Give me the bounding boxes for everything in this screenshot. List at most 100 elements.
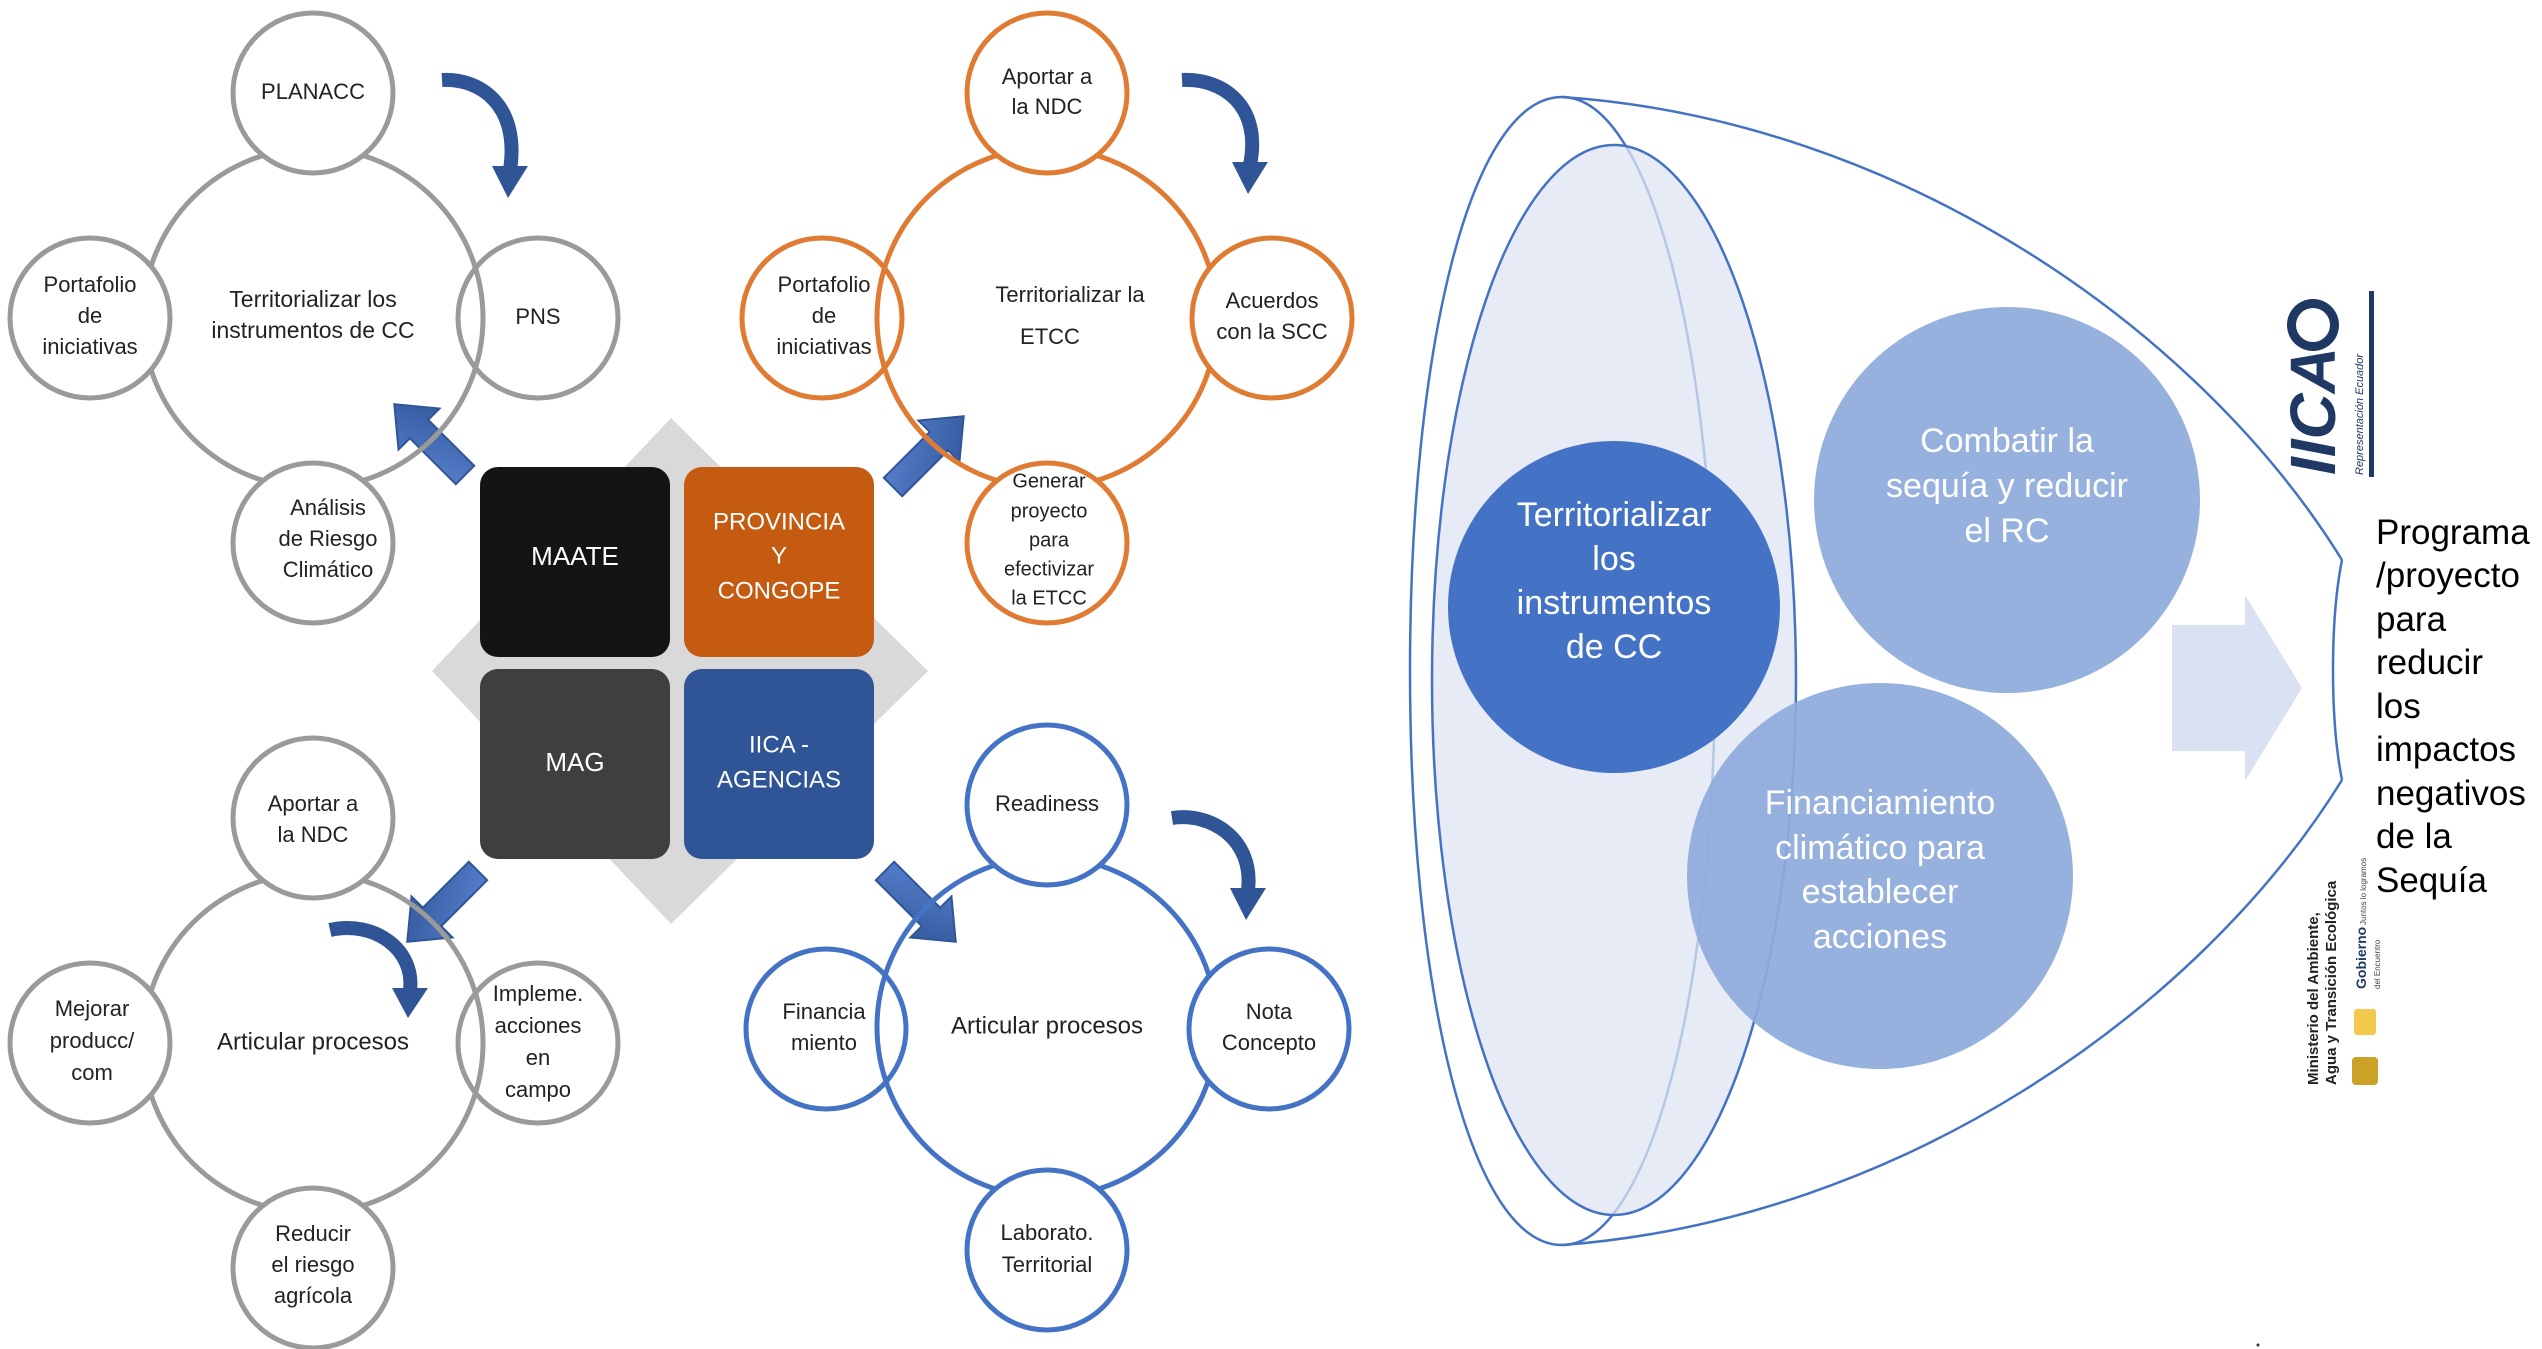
funnel-diagram: Territorializar los instrumentos de CC C…	[1408, 95, 2344, 1247]
cycle-iica-bottom-label-2: Territorial	[1002, 1252, 1092, 1277]
funnel-circle-financiamiento	[1687, 683, 2073, 1069]
cycle-provincia-center-label-1: Territorializar la	[995, 282, 1145, 307]
cycle-mag-left-label-1: Mejorar	[55, 996, 130, 1021]
cycle-maate-bottom-label-3: Climático	[283, 557, 373, 582]
cycle-maate-top-label-1: PLANACC	[261, 79, 365, 104]
result-line-1: Programa	[2376, 513, 2530, 552]
cycle-mag-left-label-3: com	[71, 1060, 113, 1085]
funnel-circle-combatir-label-3: el RC	[1964, 512, 2049, 550]
quadrant-provincia-label-1: PROVINCIA	[713, 508, 845, 535]
quadrant-provincia-label-3: CONGOPE	[718, 577, 841, 604]
cycle-mag-satellite-left	[7, 960, 173, 1126]
iica-logo-bar	[2369, 291, 2374, 477]
quadrant-arrows	[393, 403, 965, 943]
cycle-maate-satellite-left	[7, 235, 173, 401]
result-line-3: para	[2376, 600, 2447, 639]
funnel-top-edge	[1561, 95, 2344, 561]
cycle-maate-satellite-right	[455, 235, 621, 401]
funnel-circle-combatir	[1814, 307, 2200, 693]
funnel-circle-financiamiento-label-4: acciones	[1813, 918, 1947, 956]
quadrant-mag-label: MAG	[545, 747, 604, 777]
funnel-circle-combatir-label-1: Combatir la	[1920, 422, 2094, 460]
cycle-provincia: Territorializar la ETCC Aportar a la NDC…	[739, 10, 1355, 626]
cycle-maate-left-label-1: Portafolio	[44, 272, 137, 297]
cycle-provincia-left-label-3: iniciativas	[776, 334, 871, 359]
arrow-to-maate-cycle	[393, 403, 476, 486]
funnel-circle-territorializar	[1448, 441, 1780, 773]
funnel-circle-territorializar-label-1: Territorializar	[1517, 496, 1712, 534]
cycle-provincia-left-label-1: Portafolio	[778, 272, 871, 297]
result-line-4: reducir	[2376, 643, 2483, 682]
cycle-mag-satellite-top	[230, 735, 396, 901]
curved-arrow-mag	[328, 921, 428, 1018]
cycle-mag-bottom-label-2: el riesgo	[271, 1252, 354, 1277]
funnel-circle-territorializar-label-2: los	[1592, 540, 1635, 578]
cycle-provincia-top-label-1: Aportar a	[1002, 64, 1093, 89]
funnel-bottom-edge	[1561, 779, 2344, 1247]
cycle-provincia-center-label-2: ETCC	[1020, 324, 1080, 349]
quadrant-provincia-box	[684, 467, 874, 657]
cycle-mag-top-label-2: la NDC	[278, 822, 349, 847]
flag-icon	[2354, 1009, 2376, 1035]
cycle-provincia-bottom-label-1: Generar	[1012, 470, 1086, 492]
result-line-2: /proyecto	[2376, 556, 2520, 595]
cycle-mag-satellite-right	[455, 960, 621, 1126]
result-line-5: los	[2376, 687, 2421, 726]
result-text: Programa /proyecto para reducir los impa…	[2376, 513, 2530, 900]
cycle-provincia-bottom-label-5: la ETCC	[1011, 587, 1087, 609]
quadrant-block: MAATE PROVINCIA Y CONGOPE MAG IICA - AGE…	[432, 418, 928, 924]
cycle-provincia-bottom-label-3: para	[1029, 529, 1070, 551]
cycle-provincia-bottom-label-4: efectivizar	[1004, 558, 1094, 580]
funnel-circle-territorializar-label-4: de CC	[1566, 628, 1662, 666]
iica-logo-text: IICA	[2277, 347, 2349, 475]
cycle-maate-center-label-1: Territorializar los	[229, 286, 396, 312]
iica-logo-subtitle: Representación Ecuador	[2354, 353, 2366, 475]
cycle-maate-left-label-2: de	[78, 303, 102, 328]
curved-arrow-iica	[1170, 810, 1266, 920]
quadrant-iica-box	[684, 669, 874, 859]
cycle-provincia-satellite-left	[739, 235, 905, 401]
cycle-mag-bottom-label-1: Reducir	[275, 1221, 351, 1246]
cycle-iica-bottom-label-1: Laborato.	[1001, 1220, 1094, 1245]
cycle-iica-left-label-2: miento	[791, 1030, 857, 1055]
quadrant-iica-label-2: AGENCIAS	[717, 766, 841, 793]
cycle-maate: Territorializar los instrumentos de CC P…	[7, 10, 621, 626]
curved-arrow-provincia	[1181, 72, 1268, 194]
cycle-provincia-bottom-label-2: proyecto	[1011, 500, 1088, 522]
cycle-mag-center-label-1: Articular procesos	[217, 1028, 409, 1055]
arrow-to-provincia-cycle	[882, 415, 965, 498]
gov-logo-small: Juntos lo logramos	[2359, 858, 2368, 925]
cycle-iica-center-label-1: Articular procesos	[951, 1012, 1143, 1039]
funnel-result-arrow	[2172, 595, 2302, 781]
iica-logo: IICA Representación Ecuador	[2277, 291, 2374, 477]
quadrant-provincia: PROVINCIA Y CONGOPE	[684, 467, 874, 657]
cycle-provincia-top-label-2: la NDC	[1012, 94, 1083, 119]
cycle-mag: Articular procesos Aportar a la NDC Impl…	[7, 735, 621, 1349]
cycle-mag-satellite-bottom	[230, 1185, 396, 1349]
cycle-iica-right-label-1: Nota	[1246, 999, 1293, 1024]
cycle-maate-bottom-label-1: Análisis	[290, 495, 366, 520]
funnel-circle-financiamiento-label-1: Financiamiento	[1765, 784, 1996, 822]
cycle-maate-satellite-top	[230, 10, 396, 176]
cycle-iica-left-label-1: Financia	[782, 999, 866, 1024]
funnel-circle-territorializar-label-3: instrumentos	[1517, 584, 1712, 622]
ministry-logo: Ministerio del Ambiente, Agua y Transici…	[2305, 858, 2382, 1085]
quadrant-mag-box	[480, 669, 670, 859]
quadrant-maate-box	[480, 467, 670, 657]
cycle-maate-right-label-1: PNS	[515, 304, 560, 329]
gov-logo-sub: del Encuentro	[2373, 939, 2382, 989]
cycle-iica-satellite-right	[1186, 946, 1352, 1112]
cycle-mag-right-label-1: Impleme.	[493, 981, 583, 1006]
cycle-iica-satellite-left	[743, 946, 909, 1112]
cycle-mag-right-label-4: campo	[505, 1077, 571, 1102]
arrow-to-iica-cycle	[874, 860, 957, 943]
quadrant-provincia-label-2: Y	[771, 542, 787, 569]
cycle-maate-bottom-label-2: de Riesgo	[278, 526, 377, 551]
cycle-maate-satellite-bottom	[230, 460, 396, 626]
curved-arrows	[328, 72, 1268, 1018]
result-line-9: Sequía	[2376, 861, 2487, 900]
cycle-iica-top-label-1: Readiness	[995, 791, 1099, 816]
coat-of-arms-icon	[2352, 1057, 2378, 1085]
cycle-mag-right-label-2: acciones	[495, 1013, 582, 1038]
